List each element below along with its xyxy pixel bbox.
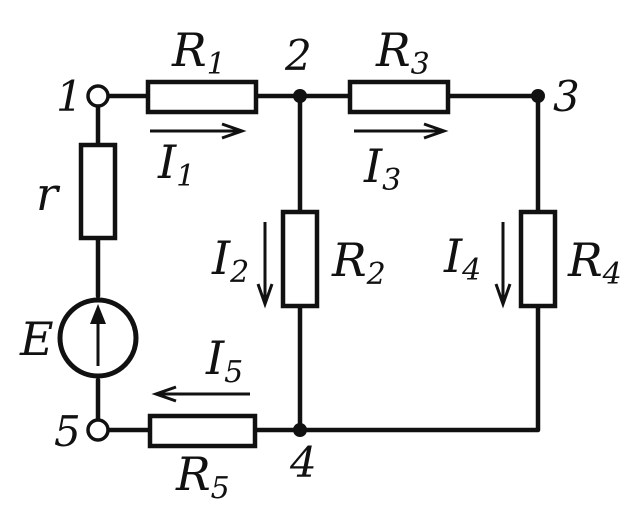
- current-arrow-i1: [150, 122, 247, 140]
- node-3-label: 3: [553, 72, 580, 121]
- node-1-label: 1: [56, 72, 83, 121]
- current-i3-label: I3: [363, 139, 401, 198]
- node-4-label: 4: [289, 438, 317, 487]
- resistor-r4-label: R4: [567, 233, 622, 292]
- node-5-label: 5: [54, 407, 81, 456]
- current-i1-label: I1: [157, 135, 195, 194]
- node-2-label: 2: [284, 31, 312, 80]
- current-i2-label: I2: [211, 231, 249, 290]
- resistor-r2: [280, 209, 320, 309]
- source-e-label: E: [19, 312, 54, 366]
- resistor-r1: [145, 79, 259, 115]
- node-4-dot: [293, 423, 307, 437]
- resistor-r3-label: R3: [375, 23, 430, 82]
- current-arrow-i4: [494, 222, 512, 309]
- resistor-r1-label: R1: [171, 23, 226, 82]
- current-i5-label: I5: [205, 331, 243, 390]
- resistor-r4: [518, 209, 558, 309]
- resistor-r2-label: R2: [331, 233, 386, 292]
- source-arrow-head: [90, 304, 106, 324]
- current-arrow-i5: [151, 385, 250, 403]
- current-arrow-i3: [354, 122, 449, 140]
- node-1-terminal: [86, 84, 110, 108]
- node-2-dot: [293, 89, 307, 103]
- emf-source: [57, 297, 139, 379]
- resistor-r-internal-label: r: [36, 167, 61, 221]
- wire-r4-to-node4: [297, 303, 541, 433]
- resistor-r3: [347, 79, 451, 115]
- node-3-dot: [531, 89, 545, 103]
- resistor-r5-label: R5: [175, 447, 230, 506]
- resistor-r-internal: [78, 142, 118, 241]
- resistor-r5: [147, 413, 258, 449]
- current-arrow-i2: [256, 222, 274, 309]
- current-i4-label: I4: [443, 229, 481, 288]
- wire-r3-to-node3: [445, 93, 541, 215]
- node-5-terminal: [86, 418, 110, 442]
